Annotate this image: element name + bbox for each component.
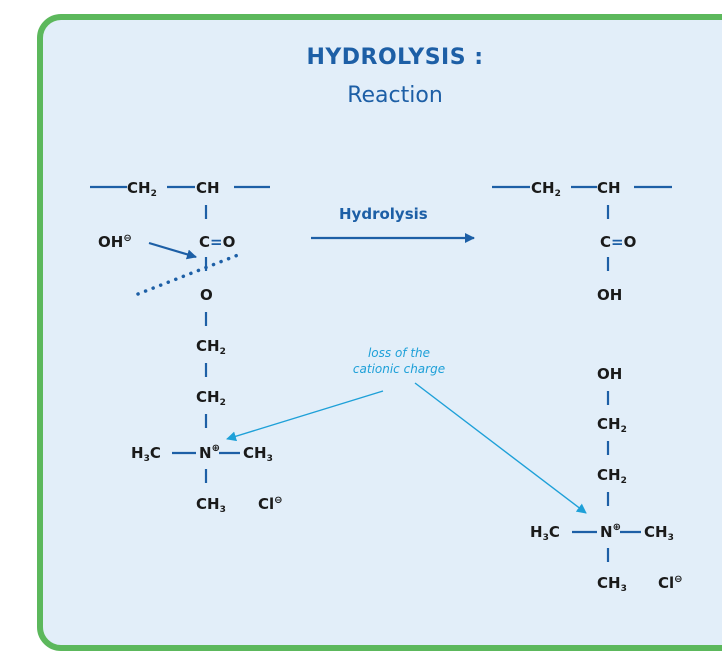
reactant-ch: CH bbox=[196, 179, 220, 197]
reactant-nitrogen: N⊕ bbox=[199, 443, 220, 462]
annotation-line-2: cationic charge bbox=[353, 362, 445, 376]
acid-carbonyl: C=O bbox=[600, 233, 636, 251]
bond-cleavage-dotted-line bbox=[136, 253, 240, 296]
product-alcohol-molecule: OH CH2 CH2 H3C N⊕ CH3 CH3 Cl⊖ bbox=[530, 365, 683, 594]
reactant-chloride: Cl⊖ bbox=[258, 495, 283, 513]
alcohol-nitrogen: N⊕ bbox=[600, 522, 621, 541]
diagram-subtitle: Reaction bbox=[347, 83, 443, 108]
alcohol-methyl-right: CH3 bbox=[644, 523, 674, 543]
acid-ch2: CH2 bbox=[531, 179, 561, 199]
diagram-title: HYDROLYSIS : bbox=[306, 45, 484, 70]
reactant-chain-ch2-1: CH2 bbox=[196, 337, 226, 357]
reactant-methyl-right: CH3 bbox=[243, 444, 273, 464]
reactant-ch2: CH2 bbox=[127, 179, 157, 199]
diagram-panel bbox=[37, 14, 722, 651]
reactant-methyl-left: H3C bbox=[131, 444, 161, 464]
alcohol-chloride: Cl⊖ bbox=[658, 574, 683, 592]
reaction-arrow-label: Hydrolysis bbox=[339, 205, 428, 223]
product-acid-molecule: CH2 CH C=O OH bbox=[492, 179, 672, 304]
alcohol-methyl-left: H3C bbox=[530, 523, 560, 543]
annotation-arrow-left bbox=[226, 390, 384, 442]
alcohol-chain-ch2-1: CH2 bbox=[597, 415, 627, 435]
reactant-ester-oxygen: O bbox=[200, 286, 213, 304]
annotation-arrow-right bbox=[414, 382, 587, 514]
reactant-chain-ch2-2: CH2 bbox=[196, 388, 226, 408]
reactant-carbonyl: C=O bbox=[199, 233, 235, 251]
acid-ch: CH bbox=[597, 179, 621, 197]
reactant-methyl-bottom: CH3 bbox=[196, 495, 226, 515]
acid-hydroxyl: OH bbox=[597, 286, 622, 304]
nucleophilic-attack-arrow bbox=[148, 241, 197, 260]
hydroxide-ion: OH⊖ bbox=[98, 233, 132, 251]
annotation-line-1: loss of the bbox=[368, 346, 430, 360]
alcohol-hydroxyl: OH bbox=[597, 365, 622, 383]
reactant-molecule: CH2 CH OH⊖ C=O O CH2 CH2 H3C N⊕ CH3 CH3 … bbox=[90, 179, 283, 515]
alcohol-methyl-bottom: CH3 bbox=[597, 574, 627, 594]
alcohol-chain-ch2-2: CH2 bbox=[597, 466, 627, 486]
